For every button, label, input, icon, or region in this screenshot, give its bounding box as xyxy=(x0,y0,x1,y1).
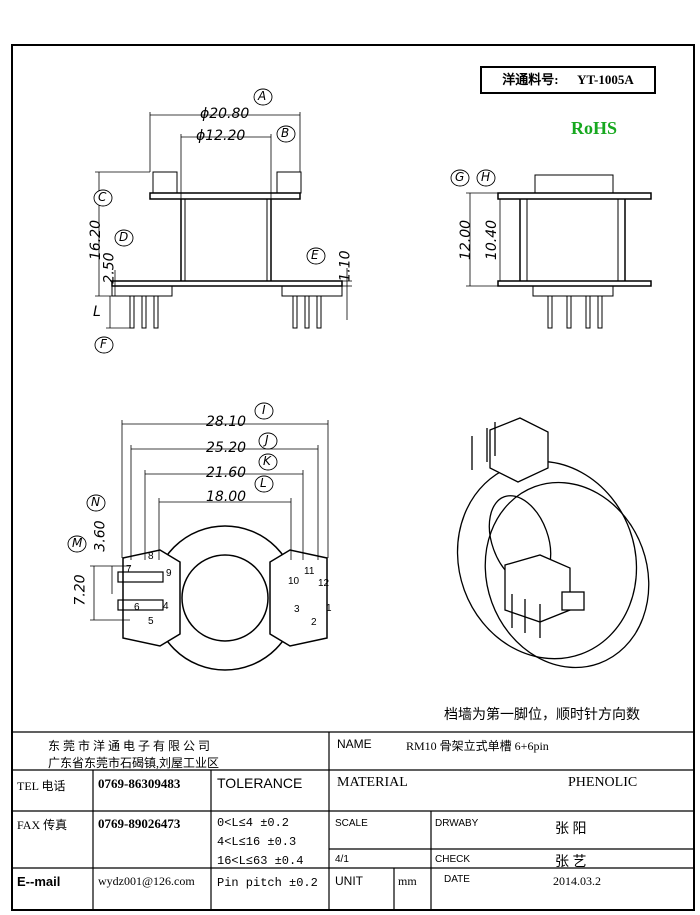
dim-i: 28.10 xyxy=(206,414,247,430)
pin-label: 4 xyxy=(163,601,169,612)
callout-n: N xyxy=(91,495,100,509)
front-view xyxy=(95,112,352,329)
callout-h: H xyxy=(481,170,491,184)
check-label: CHECK xyxy=(435,854,471,865)
pin-label: 2 xyxy=(311,617,317,628)
tolerance-line-3: 16<L≤63 ±0.4 xyxy=(217,854,304,868)
callout-b: B xyxy=(281,126,290,140)
part-number-box: 洋通料号: YT-1005A xyxy=(480,66,656,94)
pin-label: 12 xyxy=(318,578,330,589)
check-value: 张 艺 xyxy=(555,855,587,870)
unit-label: UNIT xyxy=(335,874,363,888)
dim-f: L xyxy=(93,304,101,320)
pin-label: 10 xyxy=(288,576,300,587)
material-value: PHENOLIC xyxy=(568,775,638,790)
fax-label: FAX 传真 xyxy=(17,818,68,832)
part-number-label: 洋通料号: xyxy=(502,72,559,87)
tolerance-line-2: 4<L≤16 ±0.3 xyxy=(217,835,297,849)
pin-label: 3 xyxy=(294,604,300,615)
tel-label: TEL 电话 xyxy=(17,779,66,793)
pin-label: 9 xyxy=(166,568,172,579)
dim-l: 18.00 xyxy=(206,489,247,505)
drwaby-value: 张 阳 xyxy=(555,822,587,837)
tolerance-line-1: 0<L≤4 ±0.2 xyxy=(217,816,290,830)
pin-label: 7 xyxy=(126,564,132,575)
fax-value: 0769-89026473 xyxy=(98,816,181,831)
drwaby-label: DRWABY xyxy=(435,818,479,829)
pin-direction-note: 档墙为第一脚位，顺时针方向数 xyxy=(444,708,640,723)
name-value: RM10 骨架立式单槽 6+6pin xyxy=(406,739,549,753)
tolerance-label: TOLERANCE xyxy=(217,775,303,791)
pin-label: 1 xyxy=(326,603,332,614)
pin-label: 8 xyxy=(148,551,154,562)
callout-f: F xyxy=(100,337,107,351)
callout-i: I xyxy=(262,403,266,417)
date-label: DATE xyxy=(444,874,470,885)
callout-m: M xyxy=(72,536,83,550)
unit-value: mm xyxy=(398,874,417,888)
callout-j: J xyxy=(265,433,269,447)
bottom-view xyxy=(90,420,329,671)
company-address: 广东省东莞市石碣镇,刘屋工业区 xyxy=(48,756,220,770)
pin-label: 11 xyxy=(304,566,315,577)
title-block-grid xyxy=(12,731,694,910)
tel-value: 0769-86309483 xyxy=(98,776,181,791)
callout-c: C xyxy=(98,190,107,204)
scale-value: 4/1 xyxy=(335,854,349,865)
dim-b: ϕ12.20 xyxy=(196,128,246,144)
dim-a: ϕ20.80 xyxy=(200,106,250,122)
drawing-border xyxy=(11,44,695,911)
email-label: E--mail xyxy=(17,874,61,889)
dim-k: 21.60 xyxy=(206,465,247,481)
company-name: 东 莞 市 洋 通 电 子 有 限 公 司 xyxy=(48,739,211,753)
callout-e: E xyxy=(311,248,319,262)
part-number: YT-1005A xyxy=(577,72,634,87)
callout-a: A xyxy=(258,89,267,103)
pin-label: 6 xyxy=(134,602,140,613)
rohs-mark: RoHS xyxy=(571,118,618,138)
callout-l: L xyxy=(260,476,267,490)
scale-label: SCALE xyxy=(335,818,368,829)
pin-label: 5 xyxy=(148,616,154,627)
callout-g: G xyxy=(455,170,465,184)
callout-k: K xyxy=(263,454,271,468)
name-label: NAME xyxy=(337,737,372,751)
tolerance-line-4: Pin pitch ±0.2 xyxy=(217,876,318,890)
dim-j: 25.20 xyxy=(206,440,247,456)
callout-d: D xyxy=(119,230,129,244)
date-value: 2014.03.2 xyxy=(553,874,601,888)
side-view xyxy=(466,174,652,329)
email-value: wydz001@126.com xyxy=(98,874,195,888)
material-label: MATERIAL xyxy=(337,775,408,790)
isometric-view xyxy=(456,417,650,669)
